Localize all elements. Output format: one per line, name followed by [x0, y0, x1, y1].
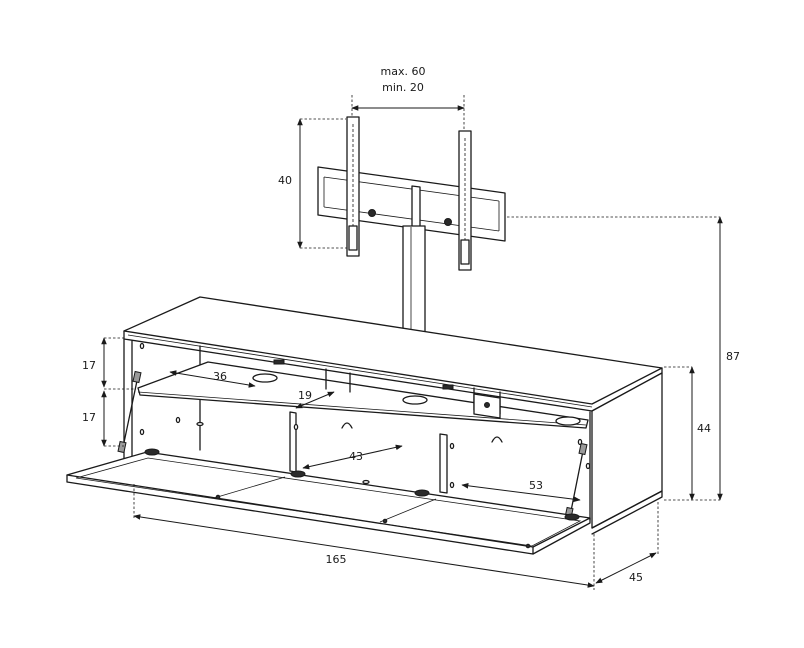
dim-total-depth [595, 552, 657, 584]
label-bracket-height: 40 [278, 174, 292, 187]
fold-down-door [66, 448, 591, 555]
dim-hole-spacing [169, 370, 256, 388]
door-hinge-4 [564, 513, 580, 521]
mount-bolt-left [368, 209, 376, 217]
mount-bolt-right [444, 218, 452, 226]
dimension-lines [101, 95, 723, 590]
cabinet-plinth [591, 490, 663, 535]
dim-total-width [133, 514, 595, 588]
label-hole-offset: 19 [298, 389, 312, 402]
label-bracket-spread-max: max. 60 [381, 65, 426, 78]
divider-left-back [325, 368, 351, 393]
label-total-height: 87 [726, 350, 740, 363]
label-shelf-width: 43 [349, 450, 363, 463]
label-bracket-spread-min: min. 20 [382, 81, 424, 94]
cable-loop-1 [341, 422, 353, 429]
mount-center-plate [411, 185, 421, 228]
label-total-width: 165 [326, 553, 347, 566]
cable-hole-1 [252, 373, 278, 383]
dimension-labels: max. 60 min. 20 40 87 44 17 17 36 19 43 … [82, 65, 740, 584]
dim-shelf-width [302, 444, 403, 470]
door-hinge-1 [144, 448, 160, 456]
divider-left [289, 411, 297, 473]
label-lower-compartment: 17 [82, 411, 96, 424]
cable-loop-2 [491, 436, 503, 443]
dim-hole-offset [295, 391, 335, 409]
cabinet-left-side [123, 338, 133, 471]
cable-hole-3 [555, 416, 581, 426]
gas-strut-right [564, 442, 588, 520]
label-shelf-depth: 53 [529, 479, 543, 492]
door-hinge-3 [414, 489, 430, 497]
hinge-2 [442, 384, 454, 390]
label-cabinet-height: 44 [697, 422, 711, 435]
dim-shelf-depth [461, 483, 581, 502]
label-upper-compartment: 17 [82, 359, 96, 372]
divider-right [439, 433, 448, 494]
left-mount-bracket [346, 116, 360, 257]
mount-column [402, 225, 426, 341]
cable-hole-2 [402, 395, 428, 405]
label-hole-spacing: 36 [213, 370, 227, 383]
label-total-depth: 45 [629, 571, 643, 584]
hinge-1 [273, 359, 285, 365]
tv-mount [317, 116, 506, 341]
door-hinge-2 [290, 470, 306, 478]
gas-strut-left [117, 370, 142, 454]
right-mount-bracket [458, 130, 472, 271]
